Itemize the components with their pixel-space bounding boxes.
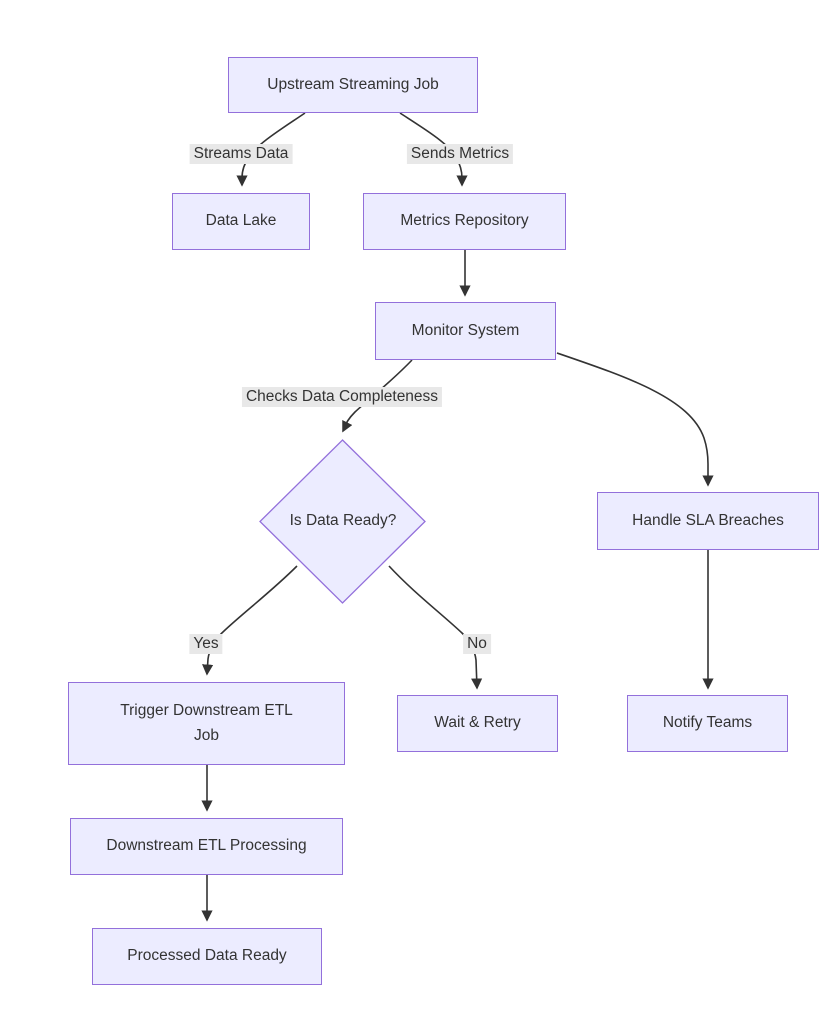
node-handle-sla-breaches-label: Handle SLA Breaches	[632, 511, 784, 529]
node-notify-teams: Notify Teams	[627, 695, 788, 752]
edge-monitor-system-to-decision	[342, 359, 413, 433]
node-processed-data-ready-label: Processed Data Ready	[127, 947, 287, 965]
node-upstream-streaming-job: Upstream Streaming Job	[228, 57, 478, 113]
edge-decision-no-to-wait-retry	[388, 565, 483, 690]
edge-label-sends-metrics: Sends Metrics	[406, 144, 514, 164]
node-metrics-repository: Metrics Repository	[363, 193, 566, 250]
node-processed-data-ready: Processed Data Ready	[92, 928, 322, 985]
node-trigger-downstream-etl-job: Trigger Downstream ETL Job	[68, 682, 345, 765]
edge-label-no: No	[463, 634, 491, 654]
node-trigger-downstream-etl-job-label: Trigger Downstream ETL Job	[120, 702, 293, 744]
node-is-data-ready-label: Is Data Ready?	[289, 512, 397, 529]
node-wait-retry: Wait & Retry	[397, 695, 558, 752]
node-upstream-streaming-job-label: Upstream Streaming Job	[267, 75, 439, 93]
node-wait-retry-label: Wait & Retry	[434, 714, 521, 732]
node-metrics-repository-label: Metrics Repository	[400, 212, 529, 230]
edge-label-streams-data: Streams Data	[189, 144, 293, 164]
node-monitor-system: Monitor System	[375, 302, 556, 360]
node-data-lake: Data Lake	[172, 193, 310, 250]
node-handle-sla-breaches: Handle SLA Breaches	[597, 492, 819, 550]
node-monitor-system-label: Monitor System	[411, 321, 520, 339]
node-data-lake-label: Data Lake	[205, 212, 277, 230]
node-is-data-ready-shape	[259, 439, 426, 604]
node-notify-teams-label: Notify Teams	[662, 714, 753, 732]
edge-decision-yes-to-trigger-etl	[202, 565, 298, 676]
node-downstream-etl-processing-label: Downstream ETL Processing	[106, 837, 307, 855]
edge-label-checks-data-completeness: Checks Data Completeness	[241, 387, 443, 407]
node-downstream-etl-processing: Downstream ETL Processing	[70, 818, 343, 875]
edge-label-yes: Yes	[189, 634, 223, 654]
edge-monitor-system-to-handle-sla-breaches	[556, 352, 714, 487]
